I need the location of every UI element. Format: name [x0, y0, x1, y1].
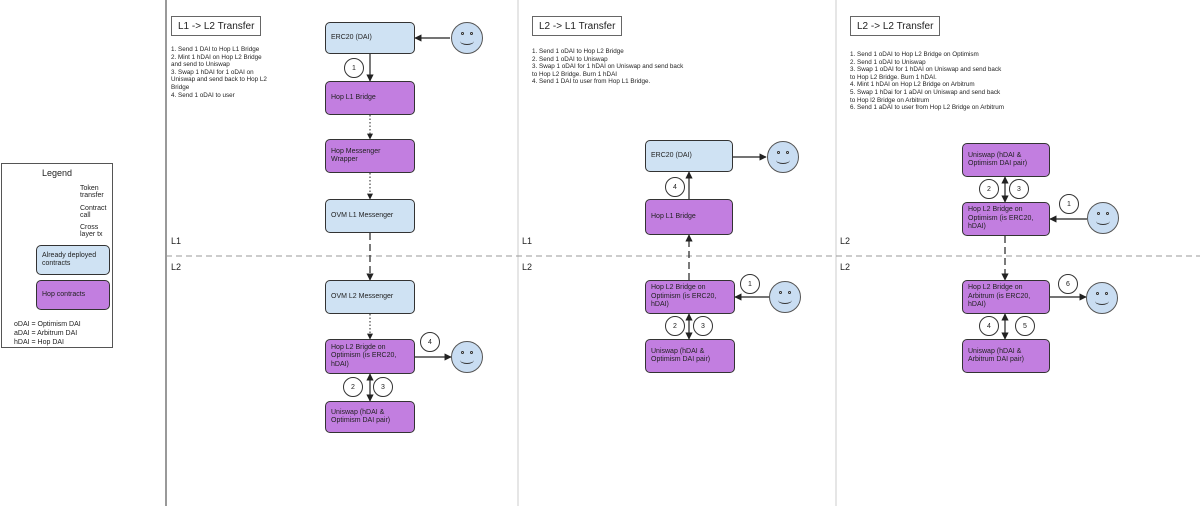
legend-title: Legend	[41, 168, 73, 178]
legend-abbr-odai: oDAI = Optimism DAI	[14, 321, 81, 328]
p2-uniswap-label: Uniswap (hDAI & Optimism DAI pair)	[651, 347, 711, 364]
p3-uniswap-arbitrum-box: Uniswap (hDAI & Arbitrum DAI pair)	[962, 339, 1050, 373]
p1-step-line: Bridge	[171, 83, 190, 91]
p1-title: L1 -> L2 Transfer	[171, 16, 262, 36]
p3-step-line: 4. Mint 1 hDAI on Hop L2 Bridge on Arbit…	[850, 81, 975, 89]
p3-step-marker: 6	[1058, 274, 1078, 294]
p1-hop-l1-bridge-label: Hop L1 Bridge	[331, 93, 376, 101]
p1-ovm-l1-messenger-box: OVM L1 Messenger	[325, 199, 415, 233]
p3-steps: 1. Send 1 oDAI to Hop L2 Bridge on Optim…	[850, 51, 1004, 112]
p2-erc20-dai-label: ERC20 (DAI)	[651, 151, 692, 159]
p1-step-line: 3. Swap 1 hDAI for 1 oDAI on	[171, 68, 254, 76]
p2-hop-l2-bridge-box: Hop L2 Bridge on Optimism (is ERC20, hDA…	[645, 280, 735, 314]
p1-step-line: Uniswap and send back to Hop L2	[171, 76, 267, 84]
p2-layer-label-l1: L1	[522, 236, 533, 246]
p3-step-marker: 2	[979, 179, 999, 199]
p3-hop-l2-bridge-optimism-box: Hop L2 Bridge on Optimism (is ERC20, hDA…	[962, 202, 1050, 236]
p2-user-sender-icon	[769, 281, 801, 313]
p1-step-line: 2. Mint 1 hDAI on Hop L2 Bridge	[171, 53, 262, 61]
p3-step-marker: 5	[1015, 316, 1035, 336]
p3-step-line: 2. Send 1 oDAI to Uniswap	[850, 58, 926, 66]
p2-user-receiver-icon	[767, 141, 799, 173]
p1-uniswap-box: Uniswap (hDAI & Optimism DAI pair)	[325, 401, 415, 433]
p2-hop-l1-bridge-label: Hop L1 Bridge	[651, 212, 696, 220]
p3-step-line: 3. Swap 1 oDAI for 1 hDAI on Uniswap and…	[850, 66, 1002, 74]
p3-uniswap-arbitrum-label: Uniswap (hDAI & Arbitrum DAI pair)	[968, 347, 1025, 364]
p1-step-line: and send to Uniswap	[171, 61, 230, 69]
p2-step-marker: 4	[665, 177, 685, 197]
p2-title-text: L2 -> L1 Transfer	[539, 20, 616, 32]
p2-step-line: 1. Send 1 oDAI to Hop L2 Bridge	[532, 48, 624, 55]
p3-user-sender-icon	[1087, 202, 1119, 234]
p3-step-line: 5. Swap 1 hDai for 1 aDAI on Uniswap and…	[850, 88, 1001, 96]
legend-abbr-adai: aDAI = Arbitrum DAI	[14, 330, 78, 337]
p2-step-marker: 3	[693, 316, 713, 336]
p1-ovm-l2-messenger-box: OVM L2 Messenger	[325, 280, 415, 314]
p3-step-line: to Hop L2 Bridge. Burn 1 hDAI.	[850, 73, 937, 81]
p2-step-line: 2. Send 1 oDAI to Uniswap	[532, 55, 608, 63]
legend-already-deployed-swatch: Already deployed contracts	[36, 245, 110, 275]
legend-already-deployed-label: Already deployed contracts	[42, 251, 97, 268]
p3-title-text: L2 -> L2 Transfer	[857, 20, 934, 32]
p2-step-line: 3. Swap 1 oDAI for 1 hDAI on Uniswap and…	[532, 63, 684, 71]
p3-user-receiver-icon	[1086, 282, 1118, 314]
p2-step-marker: 2	[665, 316, 685, 336]
legend-contract-call-label: Contract call	[80, 205, 107, 219]
p3-step-line: 1. Send 1 oDAI to Hop L2 Bridge on Optim…	[850, 51, 979, 58]
legend-panel: Legend Token transfer Contract call Cros…	[1, 163, 113, 348]
p2-step-line: 4. Send 1 DAI to user from Hop L1 Bridge…	[532, 78, 651, 86]
p2-step-line: to Hop L2 Bridge. Burn 1 hDAI	[532, 70, 618, 78]
p1-erc20-dai-box: ERC20 (DAI)	[325, 22, 415, 54]
p1-hop-l1-bridge-box: Hop L1 Bridge	[325, 81, 415, 115]
legend-cross-layer-label: Cross layer tx	[80, 224, 103, 238]
p3-step-marker: 3	[1009, 179, 1029, 199]
p1-step-line: 4. Send 1 oDAI to user	[171, 91, 235, 99]
legend-abbr-hdai: hDAI = Hop DAI	[14, 339, 64, 346]
p1-step-marker: 2	[343, 377, 363, 397]
p1-hop-l2-bridge-label: Hop L2 Brigde on Optimism (is ERC20, hDA…	[331, 343, 397, 368]
p2-hop-l1-bridge-box: Hop L1 Bridge	[645, 199, 733, 235]
p2-hop-l2-bridge-label: Hop L2 Bridge on Optimism (is ERC20, hDA…	[651, 284, 717, 309]
p2-step-marker: 1	[740, 274, 760, 294]
p1-ovm-l2-messenger-label: OVM L2 Messenger	[331, 292, 394, 300]
legend-token-transfer-label: Token transfer	[80, 185, 104, 199]
p3-title: L2 -> L2 Transfer	[850, 16, 941, 36]
p3-hop-l2-bridge-arbitrum-box: Hop L2 Bridge on Arbitrum (is ERC20, hDA…	[962, 280, 1050, 314]
p3-step-marker: 4	[979, 316, 999, 336]
p3-step-line: to Hop l2 Bridge on Arbitrum	[850, 96, 930, 104]
p1-messenger-wrapper-box: Hop Messenger Wrapper	[325, 139, 415, 173]
p1-step-marker: 3	[373, 377, 393, 397]
p2-uniswap-box: Uniswap (hDAI & Optimism DAI pair)	[645, 339, 735, 373]
p3-step-marker: 1	[1059, 194, 1079, 214]
p1-ovm-l1-messenger-label: OVM L1 Messenger	[331, 211, 394, 219]
p1-messenger-wrapper-label: Hop Messenger Wrapper	[331, 147, 381, 164]
p2-erc20-dai-box: ERC20 (DAI)	[645, 140, 733, 172]
p1-hop-l2-bridge-box: Hop L2 Brigde on Optimism (is ERC20, hDA…	[325, 339, 415, 374]
p1-title-text: L1 -> L2 Transfer	[178, 20, 255, 32]
p1-steps: 1. Send 1 DAI to Hop L1 Bridge 2. Mint 1…	[171, 46, 267, 99]
p3-step-line: 6. Send 1 aDAI to user from Hop L2 Bridg…	[850, 104, 1005, 112]
p1-user-receiver-icon	[451, 341, 483, 373]
p3-uniswap-optimism-box: Uniswap (hDAI & Optimism DAI pair)	[962, 143, 1050, 177]
p2-title: L2 -> L1 Transfer	[532, 16, 623, 36]
p2-steps: 1. Send 1 oDAI to Hop L2 Bridge 2. Send …	[532, 48, 683, 86]
p1-step-marker: 1	[344, 58, 364, 78]
legend-hop-contracts-label: Hop contracts	[42, 290, 86, 298]
p3-hop-l2-bridge-optimism-label: Hop L2 Bridge on Optimism (is ERC20, hDA…	[968, 206, 1034, 231]
p1-user-sender-icon	[451, 22, 483, 54]
p3-hop-l2-bridge-arbitrum-label: Hop L2 Bridge on Arbitrum (is ERC20, hDA…	[968, 284, 1031, 309]
p3-uniswap-optimism-label: Uniswap (hDAI & Optimism DAI pair)	[968, 151, 1028, 168]
p1-layer-label-l2: L2	[171, 262, 182, 272]
p1-layer-label-l1: L1	[171, 236, 182, 246]
p1-step-marker: 4	[420, 332, 440, 352]
p2-layer-label-l2: L2	[522, 262, 533, 272]
p3-layer-label-l2-upper: L2	[840, 236, 851, 246]
p1-erc20-dai-label: ERC20 (DAI)	[331, 33, 372, 41]
p1-uniswap-label: Uniswap (hDAI & Optimism DAI pair)	[331, 408, 391, 425]
p3-layer-label-l2-lower: L2	[840, 262, 851, 272]
p1-step-line: 1. Send 1 DAI to Hop L1 Bridge	[171, 46, 260, 53]
legend-hop-contracts-swatch: Hop contracts	[36, 280, 110, 310]
